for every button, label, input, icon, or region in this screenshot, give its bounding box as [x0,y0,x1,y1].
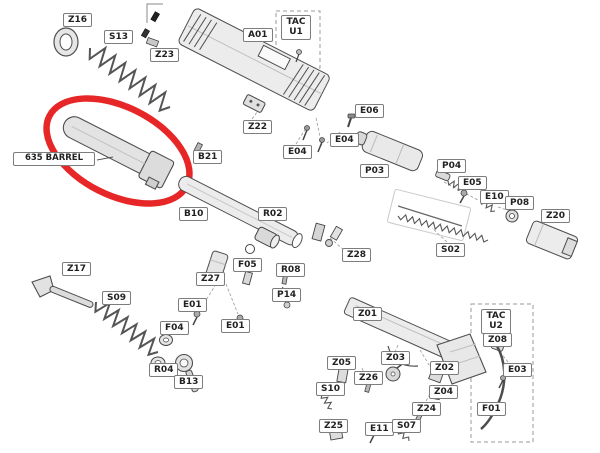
recoil-spring-s13-drawing [88,45,171,113]
box-outline-drawing [386,188,472,242]
parts-z28-drawing [311,222,344,247]
screw-e05-drawing [459,189,468,204]
pin-r08-drawing [281,271,289,285]
pins-e04-drawing [302,125,325,153]
spring-s10-drawing [320,393,333,410]
barrel-label-leader [96,156,114,161]
washer-f04-drawing [159,334,173,346]
spring-s09-drawing [94,300,159,357]
screw-e06-drawing [347,113,356,128]
pin-b21-drawing [193,141,204,154]
sight-z22-drawing [243,94,266,113]
bushing-z16-drawing [53,27,79,57]
ball-p14-drawing [283,301,291,309]
small-screws-z23-drawing [140,3,163,48]
rod-drawing [397,205,463,227]
spring-s02-drawing [397,213,489,243]
part-f05-drawing [241,270,253,286]
housing-z20-drawing [525,220,579,260]
nozzle-p03-drawing [354,130,424,172]
part-z27-drawing [204,250,229,284]
part-p08-drawing [505,209,519,223]
screws-e01-drawing [192,310,244,330]
slide-a01-drawing [178,8,330,111]
oring-drawing [245,244,255,254]
spring-s07-drawing [397,429,410,442]
hammer-cluster-drawing [328,361,444,444]
bolt-b13-drawing [174,353,199,393]
detent-tac-u1-drawing [295,49,302,63]
outer-barrel-b10-drawing [178,175,303,249]
barrel-635-drawing [62,116,175,190]
guide-rod-z17-drawing [31,275,94,308]
washer-r04-drawing [150,356,166,370]
frame-z01-drawing [343,297,487,385]
spring-e10-drawing [480,199,496,213]
spring-p14-drawing [280,286,290,300]
cylinder-r02-drawing [254,226,280,249]
part-p04-drawing [435,169,451,182]
